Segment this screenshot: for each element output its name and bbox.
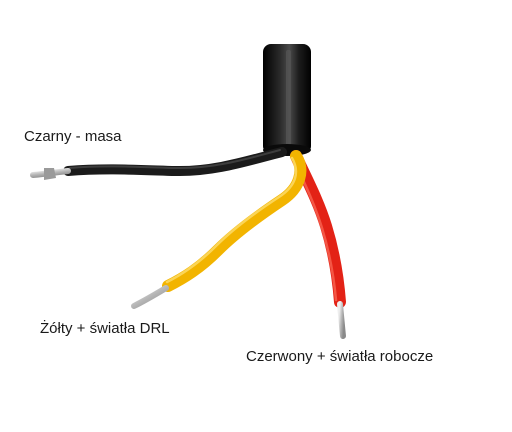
sheath-highlight — [286, 50, 291, 146]
label-yellow-wire: Żółty + światła DRL — [40, 320, 170, 337]
black-wire — [63, 147, 287, 177]
label-black-wire: Czarny - masa — [24, 128, 122, 145]
label-red-wire: Czerwony + światła robocze — [246, 348, 434, 365]
red-wire-conductor — [337, 301, 346, 339]
yellow-wire — [162, 150, 307, 292]
yellow-wire-highlight — [165, 156, 298, 284]
black-wire-ferrule — [44, 168, 56, 180]
black-wire-highlight — [69, 149, 281, 170]
yellow-wire-conductor — [131, 285, 169, 309]
